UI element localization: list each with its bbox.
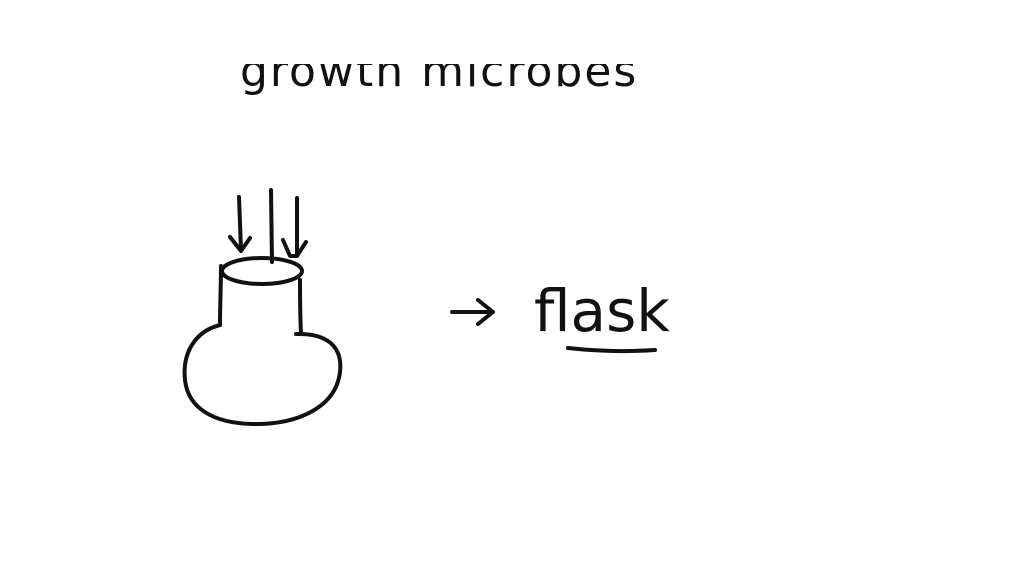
flask-bulb xyxy=(182,323,343,427)
arrows-into-flask xyxy=(228,188,308,264)
flask-mouth xyxy=(220,256,304,286)
arrow-down-icon xyxy=(281,196,308,258)
flask-icon xyxy=(182,256,343,427)
arrow-right-icon xyxy=(450,298,495,326)
arrow-down-icon xyxy=(228,195,252,253)
flask-neck-left xyxy=(218,264,223,327)
arrow-down-icon xyxy=(269,188,274,264)
heading-crop-mask xyxy=(220,0,640,64)
flask-label-group: flask xyxy=(534,277,670,354)
flask-label-underline xyxy=(566,346,657,354)
heading-scribble: growth microbes xyxy=(220,0,640,97)
flask-label: flask xyxy=(534,277,670,345)
flask-neck-right xyxy=(298,278,303,335)
